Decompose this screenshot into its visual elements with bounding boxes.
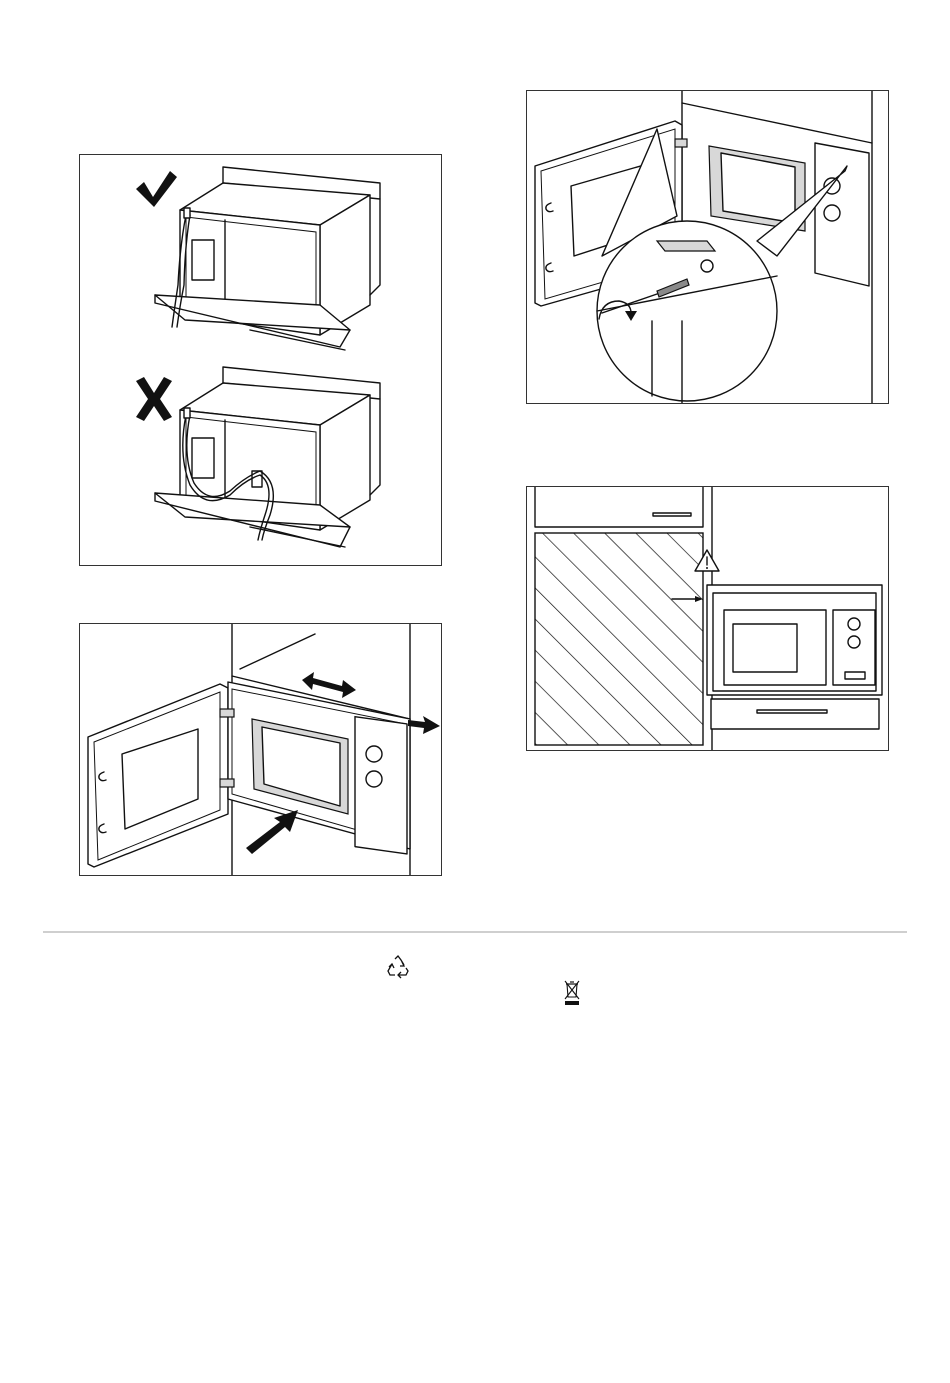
tall-cabinet-hatched xyxy=(535,533,703,745)
cross-mark-icon xyxy=(136,377,172,421)
figure-clearance xyxy=(526,486,889,751)
microwave-rear-incorrect xyxy=(155,367,380,547)
figure-cable-routing xyxy=(79,154,442,566)
figure-insert-appliance xyxy=(79,623,442,876)
recycle-icon xyxy=(385,955,411,983)
check-mark-icon xyxy=(136,171,177,207)
section-divider xyxy=(43,931,907,933)
push-arrow-icon xyxy=(246,810,298,854)
crossed-bin-icon xyxy=(563,980,581,1006)
double-arrow-icon xyxy=(302,672,356,698)
microwave-rear-correct xyxy=(155,167,380,350)
figure-fixing-screw xyxy=(526,90,889,404)
right-arrow-icon xyxy=(408,716,440,734)
